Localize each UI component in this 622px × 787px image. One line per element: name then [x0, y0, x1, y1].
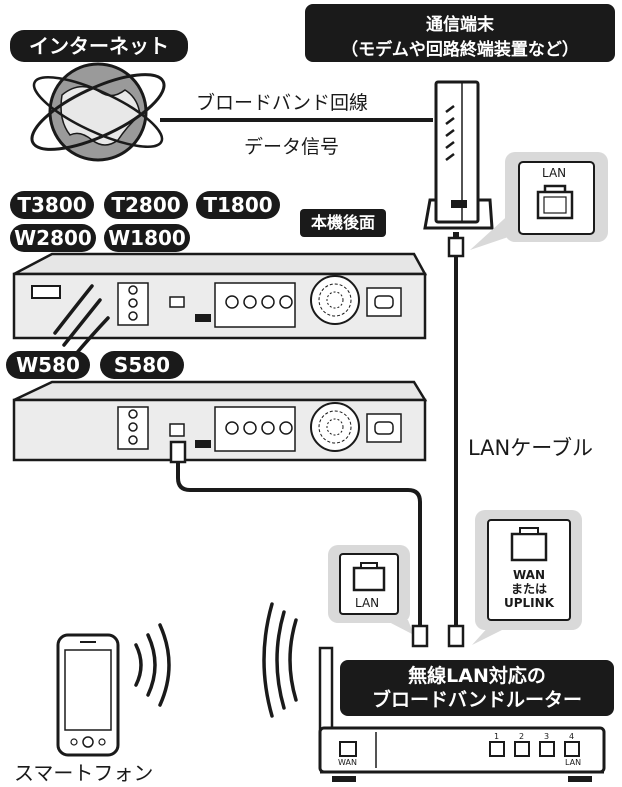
router-label-line1: 無線LAN対応の	[408, 665, 546, 687]
model-badge: W580	[6, 351, 90, 379]
router-port-number: 3	[544, 732, 550, 741]
wan-jack-bubble-router	[472, 510, 582, 645]
terminal-label: 通信端末 （モデムや回路終端装置など）	[305, 4, 615, 62]
model-badge: T3800	[10, 191, 94, 219]
model-badge: W1800	[104, 224, 190, 252]
router-port-number: 1	[494, 732, 500, 741]
lan-cable-recorder-router	[176, 462, 422, 628]
broadband-line-label: ブロードバンド回線	[196, 92, 368, 114]
router-port-number: 4	[569, 732, 575, 741]
recorder-lower	[12, 380, 428, 462]
wan-line3: UPLINK	[504, 596, 554, 610]
wan-line1: WAN	[512, 568, 546, 582]
lan-plug-modem	[447, 232, 465, 258]
wan-jack-label: WAN または UPLINK	[488, 568, 570, 610]
terminal-label-line2: （モデムや回路終端装置など）	[341, 40, 579, 60]
router-port-number: 2	[519, 732, 525, 741]
router-label-line2: ブロードバンドルーター	[372, 689, 582, 711]
wan-line2: または	[510, 582, 547, 596]
lan-jack-bubble-router	[328, 545, 414, 635]
lan-jack-label-router: LAN	[355, 596, 380, 610]
lan-jack-bubble-top	[470, 152, 608, 250]
model-badge: S580	[100, 351, 184, 379]
recorder-upper	[12, 252, 428, 340]
wifi-waves-phone	[134, 623, 171, 707]
globe-icon	[30, 62, 166, 162]
model-badge: T2800	[104, 191, 188, 219]
lan-plug-router-lan	[411, 624, 429, 648]
lan-cable-label: LANケーブル	[468, 436, 593, 460]
smartphone-label: スマートフォン	[14, 761, 154, 785]
data-signal-label: データ信号	[244, 136, 340, 158]
modem-device	[423, 80, 494, 230]
wifi-waves-router	[262, 602, 298, 718]
lan-plug-recorder	[169, 440, 187, 464]
internet-label: インターネット	[10, 30, 188, 62]
lan-jack-label-top: LAN	[542, 166, 567, 180]
model-badge: T1800	[196, 191, 280, 219]
terminal-label-line1: 通信端末	[426, 15, 494, 35]
smartphone-icon	[56, 633, 120, 757]
model-badge: W2800	[10, 224, 96, 252]
router-label: 無線LAN対応の ブロードバンドルーター	[340, 660, 614, 716]
lan-plug-router-wan	[447, 624, 465, 648]
router-lan-port-label: LAN	[565, 758, 582, 767]
rear-panel-label: 本機後面	[300, 209, 386, 237]
router-wan-port-label: WAN	[338, 758, 357, 767]
router-device	[318, 646, 606, 782]
